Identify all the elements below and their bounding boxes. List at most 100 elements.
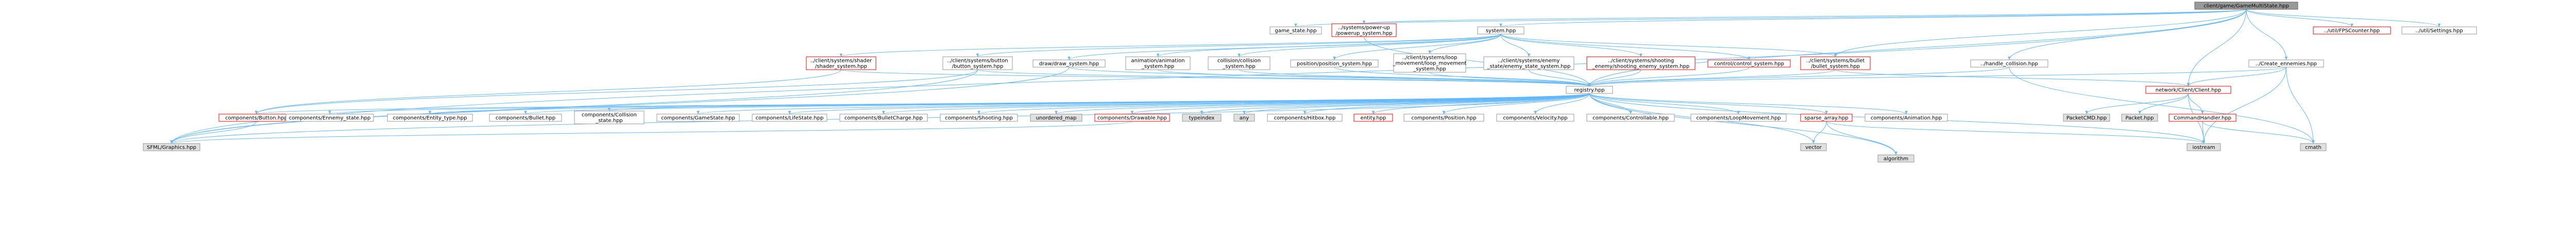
node-sparse-array[interactable]: sparse_array.hpp bbox=[1800, 114, 1853, 122]
nodes-layer: client/game/GameMultiState.hpp game_state… bbox=[143, 2, 2477, 163]
node-loopmovement-c[interactable]: components/LoopMovement.hpp bbox=[1690, 114, 1787, 122]
node-label: /button_system.hpp bbox=[952, 64, 1004, 70]
node-entity-type[interactable]: components/Entity_type.hpp bbox=[387, 114, 473, 122]
node-box bbox=[2248, 59, 2324, 68]
node-controllable[interactable]: components/Controllable.hpp bbox=[1586, 114, 1675, 122]
node-box bbox=[656, 114, 740, 122]
node-label: _enemy/shooting_enemy_system.hpp bbox=[1592, 64, 1690, 70]
node-label: ../systems/power-up bbox=[1338, 25, 1390, 31]
node-iostream[interactable]: iostream bbox=[2187, 143, 2221, 151]
node-box bbox=[839, 114, 928, 122]
edge-control-to-registry bbox=[1588, 67, 1750, 87]
node-cmath[interactable]: cmath bbox=[2300, 143, 2327, 151]
node-create-enemies[interactable]: ../Create_ennemies.hpp bbox=[2248, 59, 2324, 68]
edge-system-to-control bbox=[1500, 34, 1751, 60]
node-draw[interactable]: draw/draw_system.hpp bbox=[1032, 59, 1106, 68]
node-label: cmath bbox=[2305, 145, 2321, 151]
node-velocity[interactable]: components/Velocity.hpp bbox=[1496, 114, 1574, 122]
node-shooting-enemy[interactable]: ../client/systems/shooting_enemy/shootin… bbox=[1586, 56, 1696, 70]
edge-draw-to-registry bbox=[1069, 67, 1591, 87]
edge-registry-to-position_c bbox=[1442, 93, 1590, 115]
node-control[interactable]: control/control_system.hpp bbox=[1707, 59, 1791, 68]
node-bullet-sys[interactable]: ../client/systems/bullet/bullet_system.h… bbox=[1800, 56, 1871, 70]
node-lifestate[interactable]: components/LifeState.hpp bbox=[752, 114, 827, 122]
node-handle-collision[interactable]: ../handle_collision.hpp bbox=[1970, 59, 2048, 68]
node-hitbox[interactable]: components/Hitbox.hpp bbox=[1267, 114, 1343, 122]
node-collision-state[interactable]: components/Collision_state.hpp bbox=[574, 110, 645, 124]
node-game-state[interactable]: game_state.hpp bbox=[1269, 26, 1322, 35]
node-box bbox=[489, 114, 562, 122]
edge-system-to-button_sys bbox=[976, 34, 1501, 57]
edge-system-to-animation bbox=[1156, 34, 1501, 57]
node-network-client[interactable]: network/Client/Client.hpp bbox=[2145, 86, 2231, 94]
edge-shader-to-registry bbox=[841, 69, 1591, 87]
node-sfml-graphics[interactable]: SFML/Graphics.hpp bbox=[143, 143, 200, 151]
node-label: components/Ennemy_state.hpp bbox=[289, 116, 371, 121]
node-command-handler[interactable]: CommandHandler.hpp bbox=[2168, 114, 2236, 122]
node-label: CommandHandler.hpp bbox=[2174, 116, 2231, 121]
node-enemy-state[interactable]: ../client/systems/enemy_state/enemy_stat… bbox=[1483, 56, 1574, 70]
node-box bbox=[1393, 53, 1466, 73]
edge-root-to-bullet_sys bbox=[1834, 9, 2247, 57]
node-drawable[interactable]: components/Drawable.hpp bbox=[1094, 114, 1170, 122]
node-shader[interactable]: ../client/systems/shader/shader_system.h… bbox=[806, 56, 876, 70]
node-unordered-map[interactable]: unordered_map bbox=[1030, 114, 1082, 122]
node-label: ../handle_collision.hpp bbox=[1980, 61, 2038, 67]
node-label: ../util/FPSCounter.hpp bbox=[2324, 28, 2380, 34]
node-box bbox=[1707, 59, 1791, 68]
edge-command_handler-to-iostream bbox=[2202, 121, 2206, 144]
edge-create_enemies-to-registry bbox=[1588, 67, 2286, 87]
node-box bbox=[1477, 26, 1524, 35]
node-packet[interactable]: Packet.hpp bbox=[2121, 114, 2158, 122]
node-algorithm[interactable]: algorithm bbox=[1877, 154, 1914, 163]
node-label: components/Button.hpp bbox=[225, 116, 287, 121]
node-registry[interactable]: registry.hpp bbox=[1566, 86, 1613, 94]
node-box bbox=[2313, 26, 2391, 35]
edge-registry-to-drawable bbox=[1130, 93, 1590, 115]
node-vector[interactable]: vector bbox=[1800, 143, 1827, 151]
node-system[interactable]: system.hpp bbox=[1477, 26, 1524, 35]
node-fps[interactable]: ../util/FPSCounter.hpp bbox=[2313, 26, 2391, 35]
node-gamestate-c[interactable]: components/GameState.hpp bbox=[656, 114, 740, 122]
node-label: position/position_system.hpp bbox=[1297, 61, 1372, 67]
edge-bullet_sys-to-network_client bbox=[1835, 69, 2190, 87]
edge-system-to-position_sys bbox=[1333, 34, 1501, 60]
edge-drawable-to-sfml_graphics bbox=[170, 121, 1132, 144]
node-typeindex[interactable]: typeindex bbox=[1182, 114, 1222, 122]
node-shooting-c[interactable]: components/Shooting.hpp bbox=[940, 114, 1018, 122]
node-powerup[interactable]: ../systems/power-up/powerup_system.hpp bbox=[1331, 23, 1397, 37]
node-box bbox=[1182, 114, 1222, 122]
node-label: components/Entity_type.hpp bbox=[393, 116, 467, 121]
node-settings[interactable]: ../util/Settings.hpp bbox=[2401, 26, 2477, 35]
node-any[interactable]: any bbox=[1233, 114, 1255, 122]
node-label: Packet.hpp bbox=[2126, 116, 2154, 121]
node-label: components/Bullet.hpp bbox=[496, 116, 555, 121]
node-bulletcharge[interactable]: components/BulletCharge.hpp bbox=[839, 114, 928, 122]
node-button-hpp[interactable]: components/Button.hpp bbox=[218, 114, 294, 122]
node-label: components/BulletCharge.hpp bbox=[844, 116, 923, 121]
node-entity[interactable]: entity.hpp bbox=[1353, 114, 1393, 122]
node-bullet-c[interactable]: components/Bullet.hpp bbox=[489, 114, 562, 122]
node-label: ../client/systems/shader bbox=[810, 58, 872, 64]
node-label: ../client/systems/button bbox=[947, 58, 1008, 64]
edge-root-to-settings bbox=[2246, 9, 2441, 27]
edge-registry-to-animation_c bbox=[1589, 93, 1908, 115]
node-enemy-state-c[interactable]: components/Ennemy_state.hpp bbox=[285, 114, 374, 122]
node-loop-movement[interactable]: ../client/systems/loop_movement/loop_mov… bbox=[1393, 53, 1467, 73]
node-position-c[interactable]: components/Position.hpp bbox=[1403, 114, 1484, 122]
node-button-sys[interactable]: ../client/systems/button/button_system.h… bbox=[942, 56, 1013, 70]
node-animation-c[interactable]: components/Animation.hpp bbox=[1865, 114, 1948, 122]
node-position-sys[interactable]: position/position_system.hpp bbox=[1290, 59, 1379, 68]
node-box bbox=[1800, 56, 1871, 70]
node-box bbox=[1267, 114, 1343, 122]
node-collision[interactable]: collision/collision_system.hpp bbox=[1208, 56, 1270, 70]
node-label: ../client/systems/enemy bbox=[1498, 58, 1560, 64]
edge-sparse_array-to-iostream bbox=[1826, 121, 2206, 144]
node-root[interactable]: client/game/GameMultiState.hpp bbox=[2194, 2, 2298, 10]
node-label: _movement/loop_movement bbox=[1393, 61, 1467, 67]
edge-create_enemies-to-cmath bbox=[2286, 67, 2315, 144]
node-animation[interactable]: animation/animation_system.hpp bbox=[1125, 56, 1191, 70]
edge-loop_movement-to-registry bbox=[1429, 72, 1591, 87]
node-label: ../client/systems/loop bbox=[1402, 55, 1458, 61]
node-packet-cmd[interactable]: PacketCMD.hpp bbox=[2063, 114, 2110, 122]
